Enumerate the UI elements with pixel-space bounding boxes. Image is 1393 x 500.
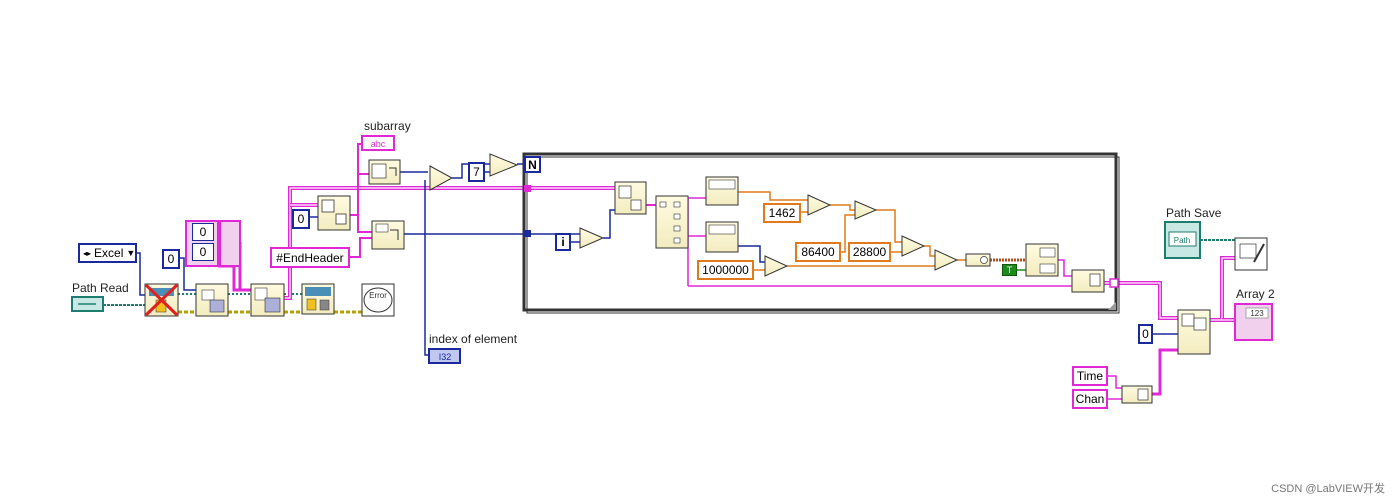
sub3-wire bbox=[924, 245, 935, 257]
add-node-2 bbox=[934, 249, 959, 271]
chevron-down-icon: ▼ bbox=[126, 248, 136, 258]
to-timestamp-icon bbox=[965, 253, 991, 267]
scan-string-1-icon bbox=[705, 176, 739, 206]
c1462-constant[interactable]: 1462 bbox=[763, 203, 801, 223]
write-spreadsheet-icon bbox=[1234, 237, 1268, 271]
end-header-constant[interactable]: #EndHeader bbox=[270, 247, 350, 268]
open-file-icon bbox=[144, 283, 179, 317]
fmt-wire bbox=[1058, 259, 1072, 277]
subtract-node-3 bbox=[807, 194, 832, 216]
search-array-2-icon bbox=[371, 220, 405, 250]
scan1-wire bbox=[738, 191, 808, 201]
divide-node bbox=[764, 255, 789, 277]
header-wire bbox=[1108, 375, 1122, 400]
c86400-constant[interactable]: 86400 bbox=[795, 242, 841, 262]
subtract-node-2 bbox=[489, 153, 519, 177]
plus-wire bbox=[603, 209, 615, 239]
time-constant[interactable]: Time bbox=[1072, 366, 1108, 386]
insert-array-icon bbox=[1177, 309, 1211, 355]
index-type-text: I32 bbox=[439, 352, 452, 362]
c86400-wire bbox=[840, 214, 855, 253]
subtract-node-4 bbox=[901, 235, 926, 257]
path-read-control bbox=[71, 296, 104, 312]
error-handler-icon bbox=[361, 283, 395, 317]
array-2-indicator: 123 bbox=[1234, 303, 1273, 341]
excel-enum-constant[interactable]: ◂▸ Excel ▼ bbox=[78, 243, 137, 263]
index-element-indicator: I32 bbox=[428, 348, 461, 364]
index-column-icon bbox=[655, 195, 689, 249]
subarray-type-text: abc bbox=[371, 139, 386, 149]
for-loop[interactable] bbox=[522, 152, 1120, 314]
path-save-label: Path Save bbox=[1166, 206, 1222, 220]
search-array-icon bbox=[368, 159, 401, 185]
close-file-icon bbox=[301, 283, 335, 315]
end-header-wire bbox=[349, 237, 372, 258]
zero-constant-c[interactable]: 0 bbox=[192, 243, 214, 261]
zero-constant-a[interactable]: 0 bbox=[162, 249, 180, 269]
loop-out-wire-inner bbox=[1104, 282, 1178, 319]
error-text: Error bbox=[369, 291, 387, 300]
header-array-wire bbox=[1152, 348, 1178, 396]
path-read-label: Path Read bbox=[72, 281, 129, 295]
terminals[interactable]: abc I32 Path 123 Error bbox=[71, 135, 1273, 364]
subarray-label: subarray bbox=[364, 119, 411, 133]
subtract-node-1 bbox=[429, 165, 454, 191]
loop-tunnel-right bbox=[1109, 278, 1119, 288]
build-header-array-icon bbox=[1121, 385, 1153, 404]
multiply-node bbox=[854, 200, 878, 220]
read-spreadsheet-icon bbox=[195, 283, 229, 317]
index-down-wire bbox=[424, 180, 430, 356]
path-save-icon-text: Path bbox=[1174, 236, 1190, 245]
index-of-element-label: index of element bbox=[429, 332, 518, 346]
loop-tunnel-left-2 bbox=[524, 230, 531, 237]
sub2-wire bbox=[830, 204, 855, 211]
array2-type-text: 123 bbox=[1250, 309, 1264, 318]
array-2-label: Array 2 bbox=[1236, 287, 1275, 301]
loop-count-terminal[interactable]: N bbox=[524, 156, 541, 173]
add-node-1 bbox=[579, 227, 605, 249]
zero-constant-e[interactable]: 0 bbox=[1138, 324, 1153, 344]
mult-wire bbox=[876, 209, 902, 243]
insert-out-wire-inner bbox=[1210, 257, 1235, 321]
loop-iteration-terminal[interactable]: i bbox=[555, 233, 571, 251]
loop-tunnel-left bbox=[524, 185, 531, 192]
seven-constant[interactable]: 7 bbox=[468, 162, 485, 182]
path-save-control: Path bbox=[1164, 221, 1201, 259]
enum-arrows-icon: ◂▸ bbox=[83, 248, 92, 258]
bool-true-constant[interactable]: T bbox=[1002, 264, 1017, 276]
index-array-icon bbox=[317, 195, 351, 231]
chan-constant[interactable]: Chan bbox=[1072, 389, 1108, 409]
subarray-to-search2 bbox=[357, 215, 372, 233]
excel-value: Excel bbox=[94, 246, 124, 260]
read-table-icon bbox=[250, 283, 285, 317]
loop-index-array-icon bbox=[614, 181, 647, 215]
subarray-wire bbox=[350, 143, 362, 216]
zero-a-wire bbox=[180, 257, 196, 291]
wires bbox=[103, 143, 1235, 400]
format-datetime-icon bbox=[1025, 243, 1059, 277]
error-icon-text: Error bbox=[369, 291, 387, 300]
c28800-constant[interactable]: 28800 bbox=[848, 242, 891, 262]
watermark: CSDN @LabVIEW开发 bbox=[1271, 483, 1385, 495]
subarray-indicator: abc bbox=[361, 135, 395, 151]
zero-constant-b[interactable]: 0 bbox=[192, 223, 214, 241]
scan-string-2-icon bbox=[705, 221, 739, 253]
c1000000-constant[interactable]: 1000000 bbox=[697, 260, 754, 280]
scan2-wire bbox=[738, 245, 765, 263]
excel-enum-wire bbox=[137, 252, 145, 296]
zero-constant-d[interactable]: 0 bbox=[292, 209, 310, 229]
function-nodes[interactable] bbox=[144, 153, 1268, 404]
string-array-wire-inner bbox=[284, 187, 615, 299]
build-array-icon bbox=[1071, 269, 1105, 293]
